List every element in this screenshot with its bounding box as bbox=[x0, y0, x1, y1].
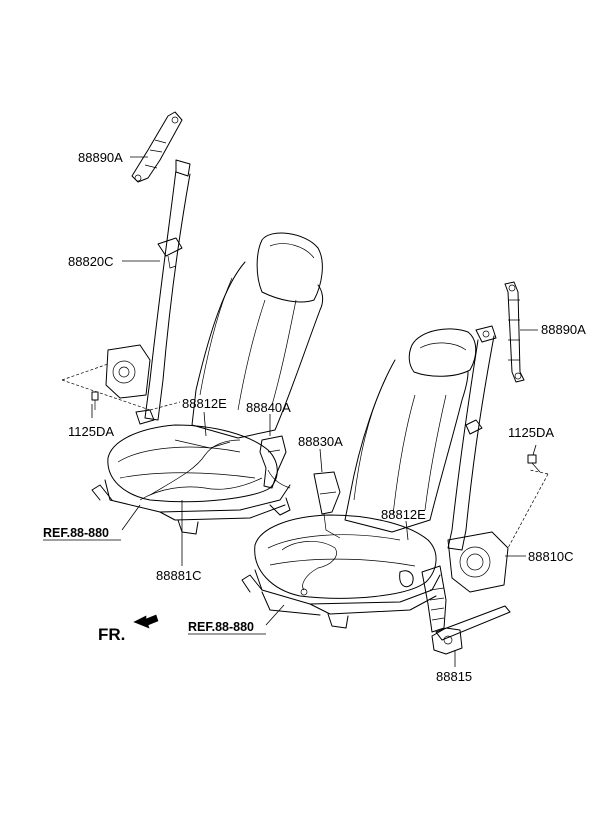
reference-labels: REF.88-880 REF.88-880 bbox=[43, 526, 266, 635]
front-arrow-icon bbox=[133, 614, 159, 629]
part-label-88815: 88815 bbox=[436, 669, 472, 684]
right-seat-belt bbox=[421, 281, 549, 655]
part-label-88830a: 88830A bbox=[298, 434, 343, 449]
part-label-88881c: 88881C bbox=[156, 568, 202, 583]
part-label-1125da-left: 1125DA bbox=[68, 424, 114, 439]
reference-label-right: REF.88-880 bbox=[188, 620, 254, 634]
part-labels: 88890A 88820C 1125DA 88812E 88840A 88830… bbox=[68, 150, 586, 684]
part-label-88820c: 88820C bbox=[68, 254, 114, 269]
part-label-88812e-left: 88812E bbox=[182, 396, 227, 411]
part-label-1125da-right: 1125DA bbox=[508, 425, 554, 440]
part-label-88840a: 88840A bbox=[246, 400, 291, 415]
right-seat bbox=[241, 328, 477, 629]
left-seat-belt bbox=[61, 111, 191, 425]
front-label: FR. bbox=[98, 625, 125, 644]
part-label-88890a-left: 88890A bbox=[78, 150, 123, 165]
front-direction-indicator: FR. bbox=[98, 614, 159, 644]
reference-label-left: REF.88-880 bbox=[43, 526, 109, 540]
left-seat bbox=[91, 232, 324, 535]
part-label-88890a-right: 88890A bbox=[541, 322, 586, 337]
leader-lines bbox=[91, 156, 538, 667]
part-label-88812e-right: 88812E bbox=[381, 507, 426, 522]
part-label-88810c: 88810C bbox=[528, 549, 574, 564]
